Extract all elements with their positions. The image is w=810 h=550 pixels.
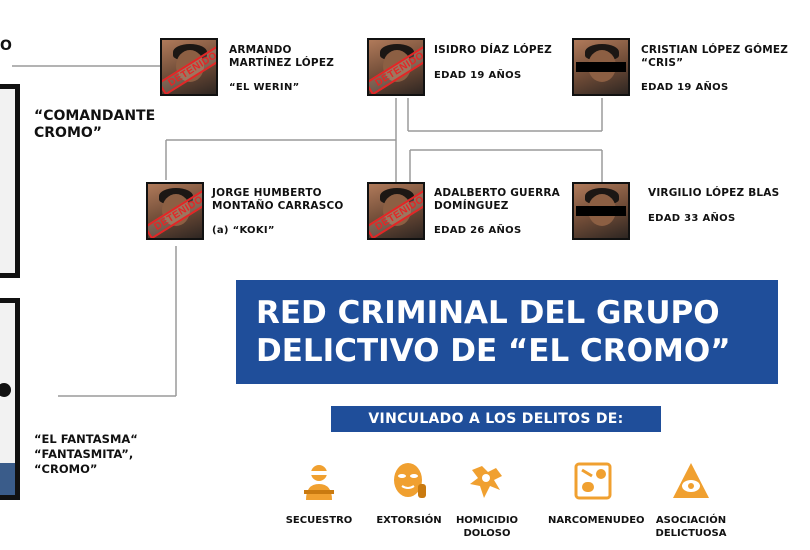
kidnapping-icon (304, 465, 334, 500)
member-name-adalberto: ADALBERTO GUERRA DOMÍNGUEZ (434, 187, 561, 212)
member-info-jorge: (a) “KOKI” (212, 225, 275, 236)
main-title-box: RED CRIMINAL DEL GRUPO DELICTIVO DE “EL … (236, 280, 778, 384)
member-photo-virgilio (572, 182, 630, 240)
main-title-line1: RED CRIMINAL DEL GRUPO (256, 295, 720, 331)
member-photo-cristian (572, 38, 630, 96)
member-info-cristian: EDAD 19 AÑOS (641, 82, 729, 93)
member-name-cristian: CRISTIAN LÓPEZ GÓMEZ “CRIS” (641, 44, 789, 69)
homicide-icon (470, 466, 502, 498)
boss-photo-frame (0, 84, 20, 278)
boss-alias: “COMANDANTE CROMO” (34, 108, 156, 141)
member-name-virgilio: VIRGILIO LÓPEZ BLAS (648, 187, 780, 199)
censor-bar (576, 62, 626, 72)
member-name-armando: ARMANDO MARTÍNEZ LÓPEZ (229, 44, 335, 69)
member-name-jorge: JORGE HUMBERTO MONTAÑO CARRASCO (212, 187, 344, 212)
member-photo-jorge: DETENIDO (146, 182, 204, 240)
criminal-association-icon (673, 463, 709, 498)
extortion-icon (394, 463, 426, 498)
second-boss-alias: “EL FANTASMA“ “FANTASMITA”, “CROMO” (34, 432, 138, 476)
crimes-header: VINCULADO A LOS DELITOS DE: (331, 406, 661, 432)
crime-label-narcomenudeo: NARCOMENUDEO (548, 515, 645, 526)
member-photo-armando: DETENIDO (160, 38, 218, 96)
crime-label-extorsion: EXTORSIÓN (376, 515, 442, 526)
crime-label-secuestro: SECUESTRO (285, 515, 353, 526)
member-photo-isidro: DETENIDO (367, 38, 425, 96)
member-name-isidro: ISIDRO DÍAZ LÓPEZ (434, 44, 552, 56)
censor-bar (576, 206, 626, 216)
member-info-armando: “EL WERIN” (229, 82, 300, 93)
crime-label-asociacion: ASOCIACIÓN DELICTUOSA (655, 515, 727, 539)
main-title-line2: DELICTIVO DE “EL CROMO” (256, 333, 731, 369)
drugs-icon (574, 462, 612, 500)
member-info-adalberto: EDAD 26 AÑOS (434, 225, 522, 236)
second-boss-photo-frame (0, 298, 20, 500)
cropped-label-fragment: O (0, 38, 12, 54)
member-photo-adalberto: DETENIDO (367, 182, 425, 240)
crime-label-homicidio: HOMICIDIO DOLOSO (455, 515, 519, 539)
member-info-isidro: EDAD 19 AÑOS (434, 70, 522, 81)
member-info-virgilio: EDAD 33 AÑOS (648, 213, 736, 224)
